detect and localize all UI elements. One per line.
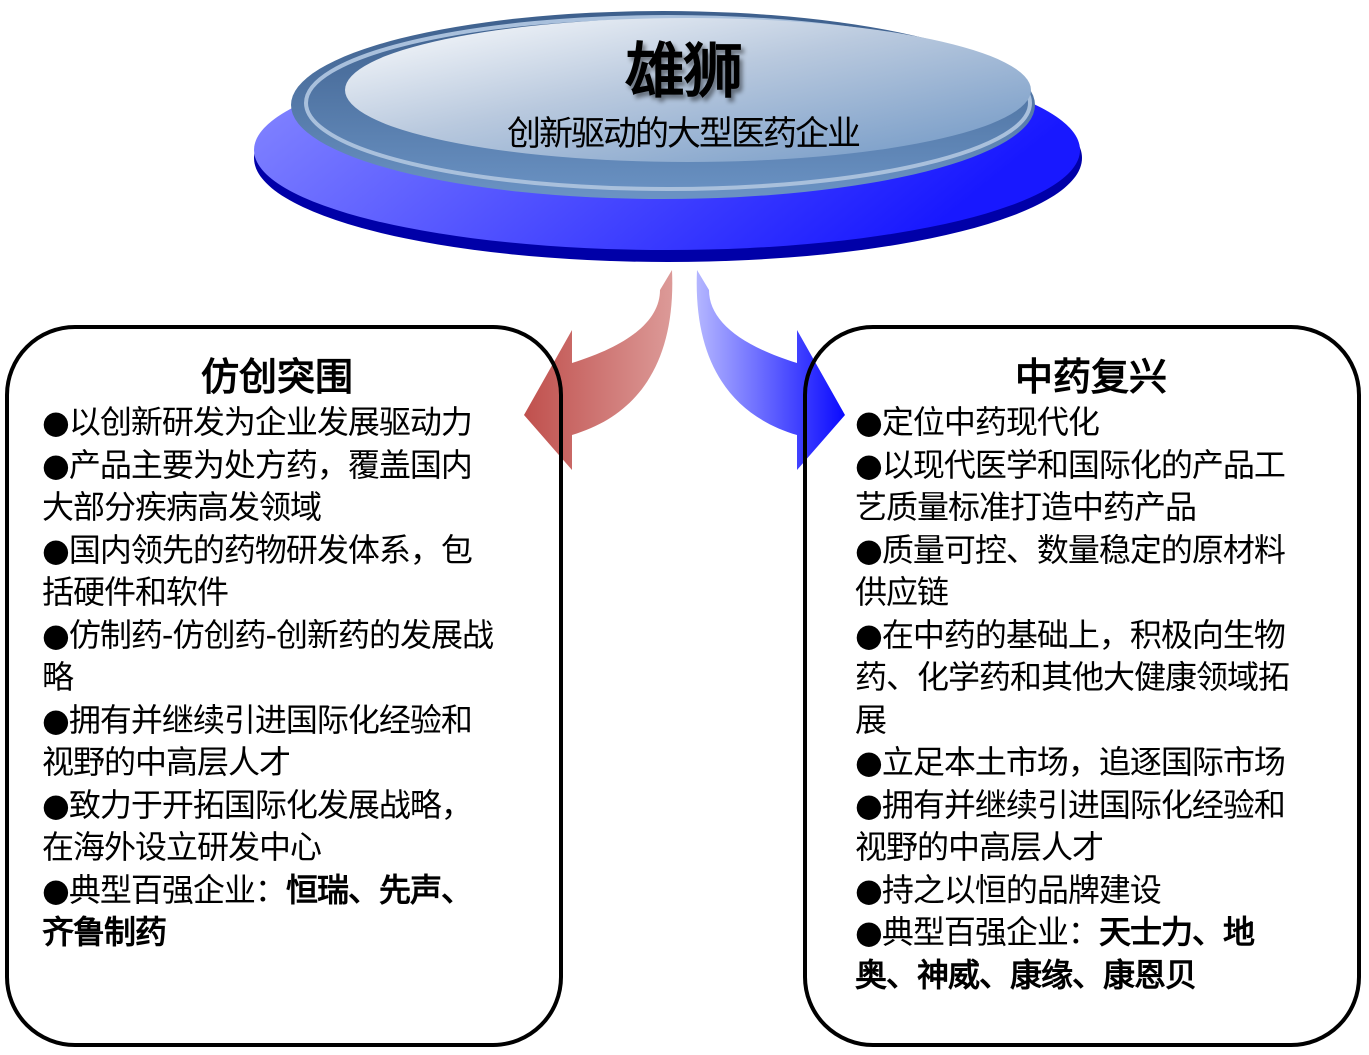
- company-names: 天士力、地奥、神威、康缘、康恩贝: [855, 913, 1255, 994]
- item-text: ●典型百强企业：: [42, 870, 287, 909]
- left-panel: [5, 325, 563, 1047]
- item-text: ●定位中药现代化: [855, 403, 1100, 441]
- list-item: ●持之以恒的品牌建设: [855, 869, 1315, 912]
- list-item: ●以现代医学和国际化的产品工艺质量标准打造中药产品: [855, 444, 1315, 529]
- item-text: ●拥有并继续引进国际化经验和视野的中高层人才: [855, 785, 1286, 867]
- list-item: ●典型百强企业：恒瑞、先声、齐鲁制药: [42, 869, 497, 954]
- list-item: ●在中药的基础上，积极向生物药、化学药和其他大健康领域拓展: [855, 614, 1315, 742]
- list-item: ●国内领先的药物研发体系，包括硬件和软件: [42, 529, 497, 614]
- list-item: ●定位中药现代化: [855, 401, 1315, 444]
- left-panel-title: 仿创突围: [200, 355, 353, 399]
- item-text: ●以现代医学和国际化的产品工艺质量标准打造中药产品: [855, 445, 1286, 527]
- arrow-right-icon: [696, 270, 845, 470]
- item-text: ●持之以恒的品牌建设: [855, 870, 1162, 909]
- item-text: ●致力于开拓国际化发展战略，在海外设立研发中心: [42, 785, 473, 867]
- list-item: ●质量可控、数量稳定的原材料供应链: [855, 529, 1315, 614]
- right-list: ●定位中药现代化 ●以现代医学和国际化的产品工艺质量标准打造中药产品 ●质量可控…: [855, 401, 1315, 996]
- item-text: ●仿制药-仿创药-创新药的发展战略: [42, 615, 494, 697]
- list-item: ●立足本土市场，追逐国际市场: [855, 741, 1315, 784]
- center-disc: [254, 11, 1082, 262]
- right-panel: [803, 325, 1361, 1047]
- list-item: ●仿制药-仿创药-创新药的发展战略: [42, 614, 497, 699]
- center-title: 雄狮: [625, 37, 743, 107]
- list-item: ●以创新研发为企业发展驱动力: [42, 401, 497, 444]
- item-text: ●拥有并继续引进国际化经验和视野的中高层人才: [42, 700, 473, 782]
- item-text: ●质量可控、数量稳定的原材料供应链: [855, 530, 1286, 612]
- right-panel-title: 中药复兴: [1014, 355, 1167, 399]
- item-text: ●以创新研发为企业发展驱动力: [42, 403, 473, 441]
- list-item: ●拥有并继续引进国际化经验和视野的中高层人才: [42, 699, 497, 784]
- item-text: ●国内领先的药物研发体系，包括硬件和软件: [42, 530, 473, 612]
- list-item: ●产品主要为处方药，覆盖国内大部分疾病高发领域: [42, 444, 497, 529]
- list-item: ●致力于开拓国际化发展战略，在海外设立研发中心: [42, 784, 497, 869]
- disc-highlight: [345, 18, 1031, 162]
- list-item: ●典型百强企业：天士力、地奥、神威、康缘、康恩贝: [855, 911, 1315, 996]
- item-text: ●在中药的基础上，积极向生物药、化学药和其他大健康领域拓展: [855, 615, 1290, 739]
- company-names: 恒瑞、先声、齐鲁制药: [42, 870, 473, 952]
- center-subtitle: 创新驱动的大型医药企业: [507, 114, 861, 154]
- item-text: ●产品主要为处方药，覆盖国内大部分疾病高发领域: [42, 445, 473, 527]
- list-item: ●拥有并继续引进国际化经验和视野的中高层人才: [855, 784, 1315, 869]
- left-list: ●以创新研发为企业发展驱动力 ●产品主要为处方药，覆盖国内大部分疾病高发领域 ●…: [42, 401, 497, 954]
- item-text: ●典型百强企业：: [855, 913, 1100, 951]
- disc-ring: [304, 15, 1032, 191]
- item-text: ●立足本土市场，追逐国际市场: [855, 743, 1286, 781]
